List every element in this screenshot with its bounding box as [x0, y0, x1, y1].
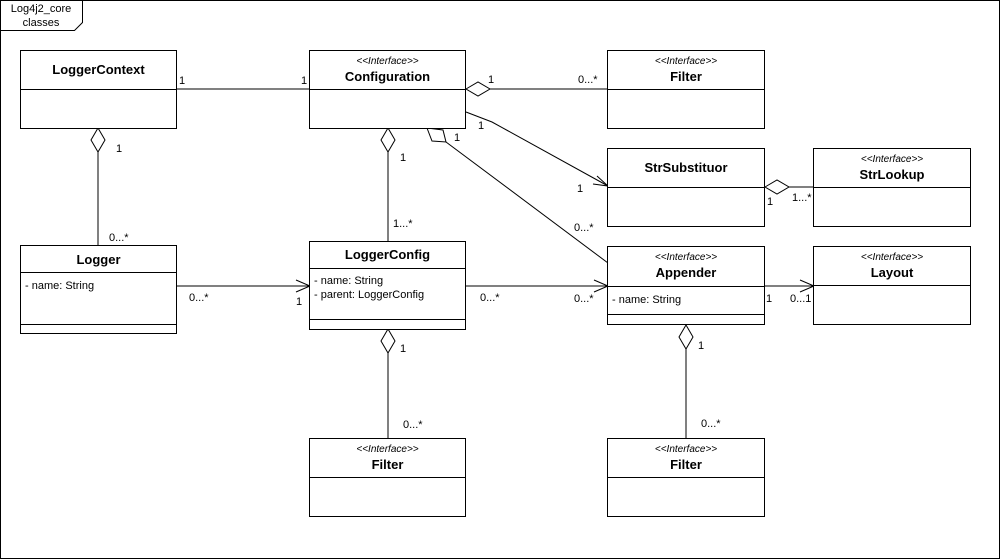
frame-title-line2: classes [23, 17, 60, 29]
mult-ctx-conf-b: 1 [301, 75, 307, 87]
aggregation-diamond-configuration-loggerconfig [380, 127, 396, 153]
class-attribute: - name: String [25, 280, 94, 292]
class-layout[interactable]: <<Interface>> Layout [813, 246, 971, 325]
mult-ctx-conf-a: 1 [179, 75, 185, 87]
mult-ctx-logger-b: 0...* [109, 232, 129, 244]
mult-ctx-logger-a: 1 [116, 143, 122, 155]
class-str-substituor[interactable]: StrSubstituor [607, 148, 765, 227]
aggregation-diamond-loggerconfig-filter [380, 328, 396, 354]
mult-lc-filter-a: 1 [400, 343, 406, 355]
class-appender[interactable]: <<Interface>> Appender - name: String [607, 246, 765, 325]
mult-appender-layout-b: 0...1 [790, 293, 811, 305]
class-name: Filter [372, 457, 404, 472]
mult-conf-strsub-a: 1 [478, 120, 484, 132]
class-name: Appender [656, 265, 717, 280]
class-stereotype: <<Interface>> [356, 56, 418, 67]
multiplicity-labels: 1 1 1 0...* 1 1 1 0...* 1 1...* 1 0...* … [109, 74, 812, 431]
mult-appender-layout-a: 1 [766, 293, 772, 305]
mult-app-filter-b: 0...* [701, 418, 721, 430]
edges [90, 81, 816, 438]
class-name: LoggerConfig [345, 247, 430, 262]
class-name: Filter [670, 69, 702, 84]
class-attribute: - name: String [314, 275, 383, 287]
class-stereotype: <<Interface>> [861, 154, 923, 165]
mult-conf-filter-a: 1 [488, 74, 494, 86]
class-stereotype: <<Interface>> [356, 444, 418, 455]
mult-conf-lc-a: 1 [400, 152, 406, 164]
aggregation-diamond-context-logger [90, 127, 106, 153]
class-logger-config[interactable]: LoggerConfig - name: String - parent: Lo… [309, 241, 466, 330]
arrowhead-strsubstituor [592, 175, 610, 187]
aggregation-diamond-strsubstituor-strlookup [764, 179, 790, 195]
class-logger[interactable]: Logger - name: String [20, 245, 177, 334]
aggregation-diamond-configuration-appender [426, 127, 447, 143]
class-attribute: - parent: LoggerConfig [314, 289, 424, 301]
mult-conf-strsub-b: 1 [577, 183, 583, 195]
class-name: Layout [871, 265, 914, 280]
class-name: StrLookup [860, 167, 925, 182]
frame-title-line1: Log4j2_core [11, 3, 72, 15]
class-filter-appender[interactable]: <<Interface>> Filter [607, 438, 765, 517]
aggregation-diamond-appender-filter [678, 324, 694, 350]
class-attribute: - name: String [612, 294, 681, 306]
mult-lc-appender-b: 0...* [574, 293, 594, 305]
edge-configuration-appender [445, 141, 609, 264]
class-filter-loggerconfig[interactable]: <<Interface>> Filter [309, 438, 466, 517]
mult-lc-appender-a: 0...* [480, 292, 500, 304]
mult-conf-filter-b: 0...* [578, 74, 598, 86]
mult-conf-lc-b: 1...* [393, 218, 413, 230]
class-name: Logger [76, 252, 120, 267]
class-stereotype: <<Interface>> [655, 444, 717, 455]
class-stereotype: <<Interface>> [861, 252, 923, 263]
class-str-lookup[interactable]: <<Interface>> StrLookup [813, 148, 971, 227]
mult-strsub-lookup-a: 1 [767, 196, 773, 208]
mult-conf-appender-b: 0...* [574, 222, 594, 234]
edge-configuration-strsubstituor [465, 111, 609, 187]
mult-lc-filter-b: 0...* [403, 419, 423, 431]
class-stereotype: <<Interface>> [655, 252, 717, 263]
mult-app-filter-a: 1 [698, 340, 704, 352]
mult-logger-lc-b: 1 [296, 296, 302, 308]
class-name: Filter [670, 457, 702, 472]
mult-strsub-lookup-b: 1...* [792, 192, 812, 204]
frame-tab [0, 0, 83, 31]
class-name: LoggerContext [52, 62, 145, 77]
class-logger-context[interactable]: LoggerContext [20, 50, 177, 129]
aggregation-diamond-configuration-filter [465, 81, 491, 97]
mult-conf-appender-a: 1 [454, 132, 460, 144]
mult-logger-lc-a: 0...* [189, 292, 209, 304]
class-filter-top[interactable]: <<Interface>> Filter [607, 50, 765, 129]
class-name: Configuration [345, 69, 430, 84]
class-name: StrSubstituor [644, 160, 727, 175]
class-configuration[interactable]: <<Interface>> Configuration [309, 50, 466, 129]
class-stereotype: <<Interface>> [655, 56, 717, 67]
